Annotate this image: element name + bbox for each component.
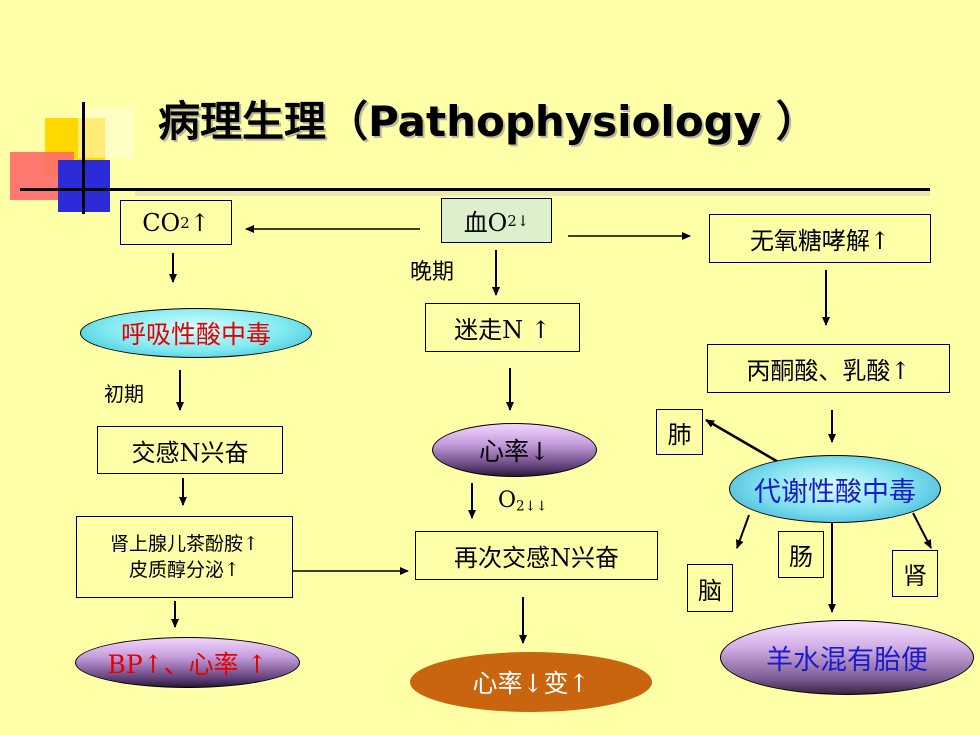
resp-acidosis-ellipse: 呼吸性酸中毒: [80, 308, 312, 358]
label-late: 晚期: [410, 260, 455, 285]
corner-decoration: [0, 0, 930, 220]
meconium-ellipse: 羊水混有胎便: [720, 620, 974, 695]
brain-box: 脑: [687, 564, 733, 612]
bp-hr-ellipse: BP↑、心率 ↑: [75, 637, 300, 688]
page-title: 病理生理（Pathophysiology ）: [158, 97, 818, 146]
arrow-meta-to-brain: [735, 514, 750, 549]
heart-rate-down-ellipse: 心率↓: [432, 423, 597, 477]
anaerobic-box: 无氧糖哮解↑: [709, 214, 931, 263]
lung-box: 肺: [656, 409, 703, 455]
label-o2-late: O2↓↓: [498, 488, 548, 515]
hr-variable-ellipse: 心率↓变↑: [410, 652, 652, 712]
pyruvate-box: 丙酮酸、乳酸↑: [707, 344, 950, 393]
arrow-meta-to-lung: [705, 418, 781, 465]
intestine-box: 肠: [778, 531, 824, 578]
adrenal-line-1: 肾上腺儿茶酚胺↑: [110, 533, 259, 555]
adrenal-line-2: 皮质醇分泌↑: [129, 559, 240, 581]
kidney-box: 肾: [892, 550, 938, 597]
sympathetic-again-box: 再次交感N兴奋: [415, 531, 658, 580]
vagus-box: 迷走N ↑: [425, 303, 580, 352]
sympathetic-box: 交感N兴奋: [97, 426, 283, 474]
arrow-meta-to-kidney: [912, 512, 932, 549]
metabolic-acidosis-ellipse: 代谢性酸中毒: [729, 455, 941, 523]
adrenal-box: 肾上腺儿茶酚胺↑ 皮质醇分泌↑: [76, 516, 293, 598]
label-early: 初期: [104, 382, 144, 406]
